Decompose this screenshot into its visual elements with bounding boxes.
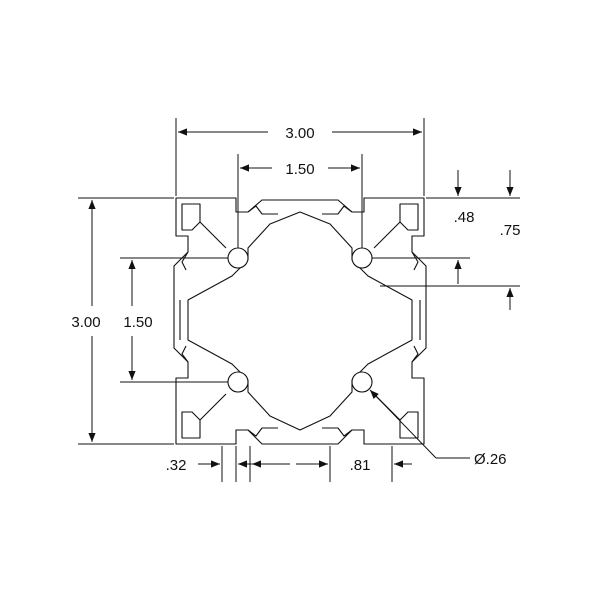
dim-hole-spacing-vertical-label: 1.50 bbox=[123, 314, 152, 331]
dim-bottom-slots: .32 .81 bbox=[166, 446, 412, 482]
dim-overall-height-label: 3.00 bbox=[71, 314, 100, 331]
dim-hole-spacing-vertical: 1.50 bbox=[120, 257, 228, 383]
dim-right-offsets: .48 .75 bbox=[372, 170, 520, 310]
dim-slot-width-label: .81 bbox=[350, 457, 371, 474]
dim-offset-small-label: .48 bbox=[454, 209, 475, 226]
hole-top-right bbox=[351, 247, 373, 269]
dim-overall-width-label: 3.00 bbox=[285, 125, 314, 142]
dim-hole-diameter-label: Ø.26 bbox=[474, 451, 507, 468]
dim-overall-width: 3.00 bbox=[175, 118, 425, 196]
dim-hole-diameter: Ø.26 bbox=[369, 389, 507, 468]
hole-top-left bbox=[227, 247, 249, 269]
dim-wall-label: .32 bbox=[166, 457, 187, 474]
dim-hole-spacing-horizontal-label: 1.50 bbox=[285, 161, 314, 178]
dim-overall-height: 3.00 bbox=[71, 197, 174, 445]
hole-bottom-right bbox=[351, 371, 373, 393]
dim-offset-large-label: .75 bbox=[500, 222, 521, 239]
dim-hole-spacing-horizontal: 1.50 bbox=[237, 154, 363, 248]
hole-bottom-left bbox=[227, 371, 249, 393]
profile-outline bbox=[173, 197, 427, 445]
